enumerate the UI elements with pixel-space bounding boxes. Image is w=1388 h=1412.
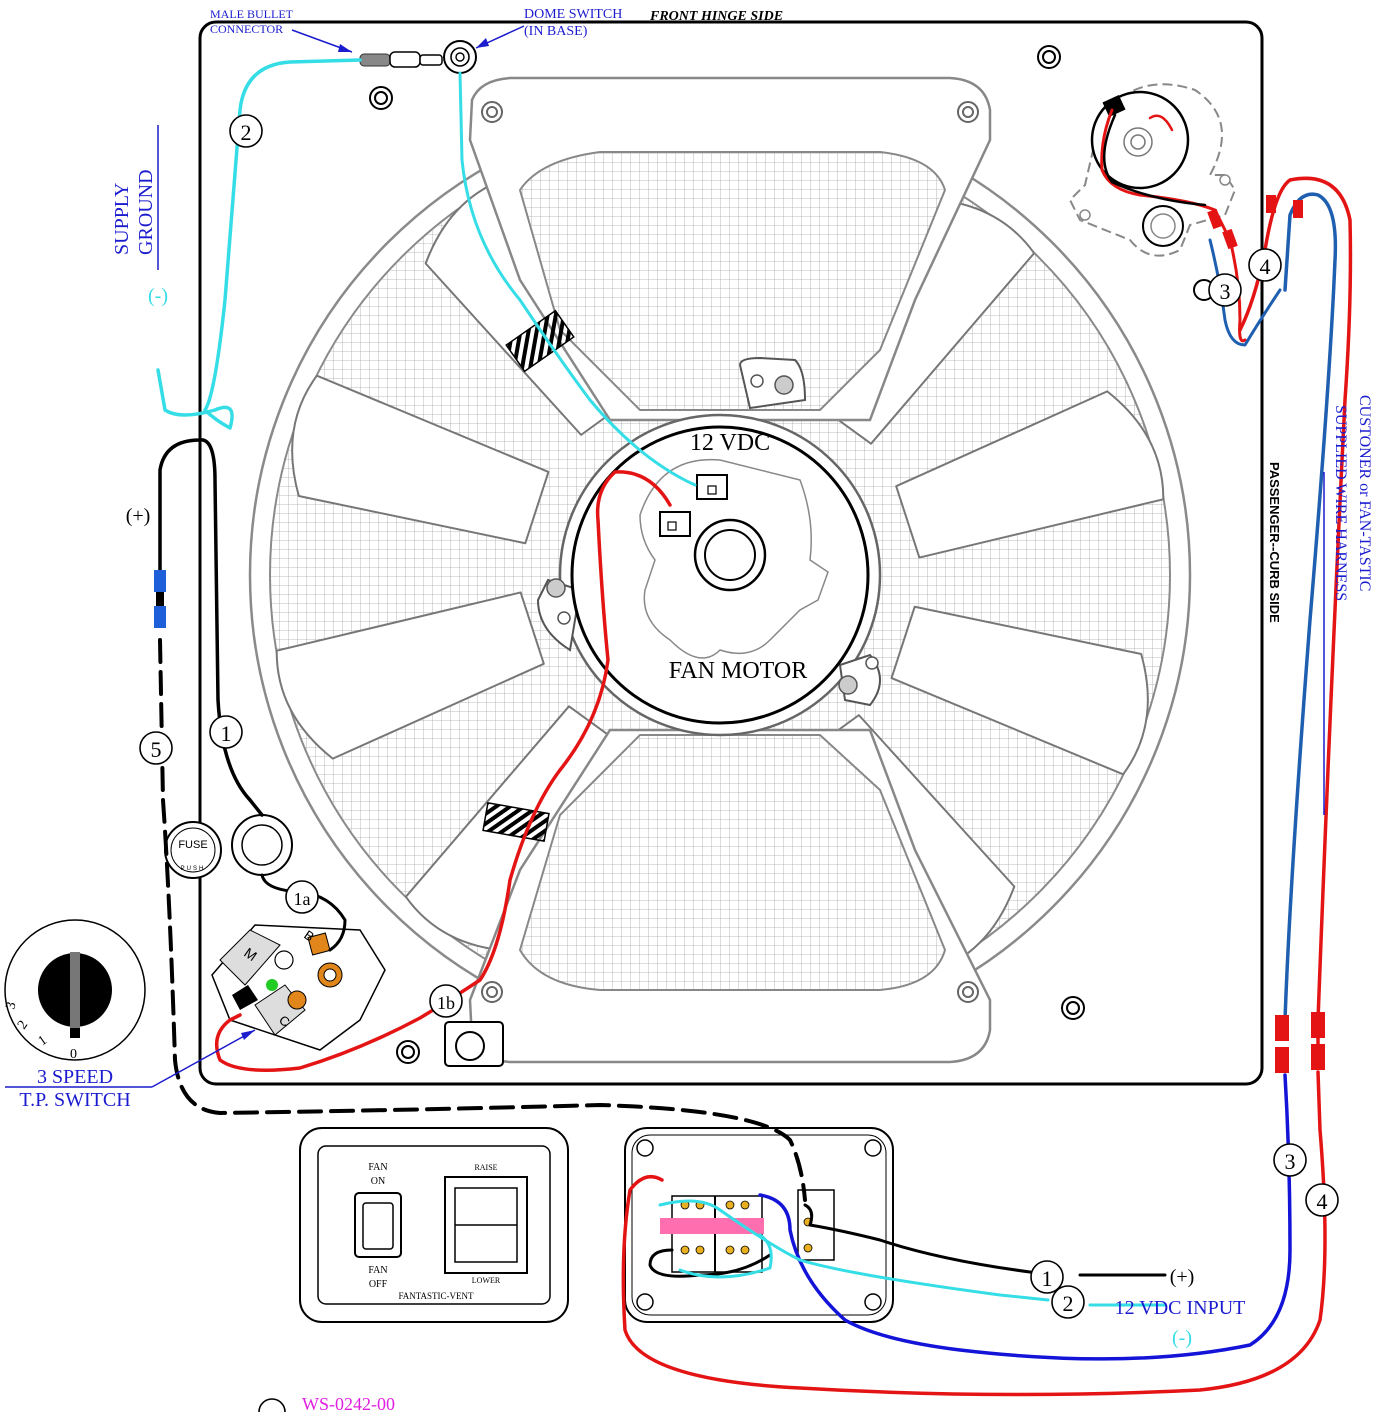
ground-label: GROUND — [135, 169, 157, 255]
switch-title-1: 3 SPEED — [37, 1066, 113, 1088]
fuse-push-label: PUSH — [181, 866, 206, 872]
dome-switch — [443, 40, 477, 74]
switch-title-2: T.P. SWITCH — [19, 1089, 130, 1111]
male-bullet-label-2: CONNECTOR — [210, 22, 283, 36]
motor-bracket-top-inner — [518, 151, 947, 411]
brand-label: FANTASTIC-VENT — [398, 1291, 474, 1301]
wire-number: 4 — [1260, 254, 1271, 279]
base-boss — [444, 1021, 504, 1067]
wire-number: 1 — [221, 721, 232, 746]
input-voltage-label: 12 VDC INPUT — [1115, 1297, 1246, 1319]
supply-plus-label: (+) — [126, 505, 151, 527]
arrow-icon — [241, 1030, 255, 1040]
wire-marker-2-input: 2 — [1051, 1285, 1085, 1319]
wire-2-dome-lead — [458, 71, 697, 487]
dome-switch-label-2: (IN BASE) — [524, 24, 588, 39]
wire-number: 5 — [151, 737, 162, 762]
wire-number: 3 — [1220, 279, 1231, 304]
wire-number: 2 — [1063, 1291, 1074, 1316]
wire-4-red-harness — [1238, 176, 1353, 1062]
bullet-connector-icon — [154, 570, 166, 628]
harness-label-1: CUSTONER or FAN-TASTIC — [1356, 395, 1373, 591]
bullet-connector-icon — [1207, 195, 1325, 1073]
wire-marker-5: 5 — [139, 731, 173, 765]
wire-marker-1-input: 1 — [1030, 1260, 1064, 1294]
motor-bracket-bottom-inner — [518, 734, 947, 991]
fan-motor — [536, 356, 882, 737]
wire-number: 1a — [294, 889, 311, 909]
wall-control-panel: FAN ON FAN OFF RAISE LOWER FANTASTIC-VEN… — [299, 1127, 569, 1323]
bracket-screw-holes — [481, 101, 979, 1003]
wire-number: 1b — [437, 993, 455, 1013]
male-bullet-label-1: MALE BULLET — [210, 7, 294, 21]
switch-leader — [151, 1029, 256, 1088]
fan-off-line1: FAN — [368, 1265, 387, 1276]
control-jumper-cyan — [678, 1233, 773, 1279]
lift-motor — [1068, 83, 1237, 301]
fan-on-line2: ON — [371, 1176, 385, 1187]
passenger-side-label: PASSENGER--CURB SIDE — [1267, 462, 1282, 623]
input-plus-label: (+) — [1170, 1266, 1195, 1288]
wire-3-blue-harness — [1283, 192, 1338, 1022]
front-hinge-label: FRONT HINGE SIDE — [649, 9, 783, 24]
lower-label: LOWER — [472, 1276, 501, 1285]
wire-marker-4-top: 4 — [1248, 248, 1282, 282]
supply-label: SUPPLY — [111, 183, 133, 255]
wire-number: 2 — [241, 120, 252, 145]
arrow-icon — [476, 38, 489, 48]
control-jumper-black — [648, 1248, 772, 1278]
tape-marker-icon — [482, 801, 550, 843]
wire-marker-4-bottom: 4 — [1305, 1183, 1339, 1217]
wire-marker-1a: 1a — [285, 880, 319, 914]
wire-1a-black — [260, 873, 347, 952]
fuse-label: FUSE — [178, 839, 207, 851]
wire-marker-1: 1 — [209, 715, 243, 749]
lift-motor-wire-red-b — [1148, 114, 1174, 132]
wire-marker-1b: 1b — [429, 984, 463, 1018]
wire-2-cyan — [156, 58, 362, 430]
wire-marker-3-bottom: 3 — [1273, 1143, 1307, 1177]
wire-5-dashed — [158, 638, 807, 1202]
speed-switch: M B C — [211, 924, 386, 1051]
rocker-switch-icon — [354, 1192, 402, 1258]
tape-marker-icon — [505, 309, 575, 373]
wire-marker-2-top: 2 — [229, 114, 263, 148]
rotary-knob-icon: 3 2 1 0 — [3, 919, 146, 1062]
wire-1-input — [803, 1203, 1167, 1277]
bullet-connector-icon — [359, 51, 443, 68]
fan-on-line1: FAN — [368, 1162, 387, 1173]
wire-marker-partial — [258, 1398, 286, 1412]
harness-label-2: SUPPLIED WIRE HARNESS — [1332, 405, 1349, 601]
wire-marker-3-top: 3 — [1208, 273, 1242, 307]
knob-pos-0: 0 — [70, 1047, 77, 1062]
arrow-icon — [338, 44, 352, 52]
motor-voltage-label: 12 VDC — [690, 430, 770, 456]
base-screw-holes — [369, 45, 1085, 1064]
supply-minus-label: (-) — [148, 285, 168, 307]
raise-label: RAISE — [474, 1163, 497, 1172]
wall-control-back — [624, 1127, 894, 1323]
wire-1-black — [158, 438, 264, 817]
dome-switch-label-1: DOME SWITCH — [524, 7, 622, 22]
wire-2-input — [658, 1199, 1167, 1307]
part-number-label: WS-0242-00 — [302, 1394, 395, 1412]
fan-off-line2: OFF — [369, 1279, 388, 1290]
wire-number: 4 — [1317, 1189, 1328, 1214]
wire-number: 3 — [1285, 1149, 1296, 1174]
fan-motor-label: FAN MOTOR — [669, 658, 807, 684]
wire-number: 1 — [1042, 1266, 1053, 1291]
wire-1b-red — [214, 470, 672, 1072]
input-minus-label: (-) — [1172, 1327, 1192, 1349]
knob-pos-3: 3 — [3, 1000, 19, 1011]
wire-4-red-bottom — [621, 1070, 1327, 1397]
fuse-icon: FUSE PUSH — [164, 821, 222, 879]
lift-motor-wire-black — [1102, 113, 1207, 207]
